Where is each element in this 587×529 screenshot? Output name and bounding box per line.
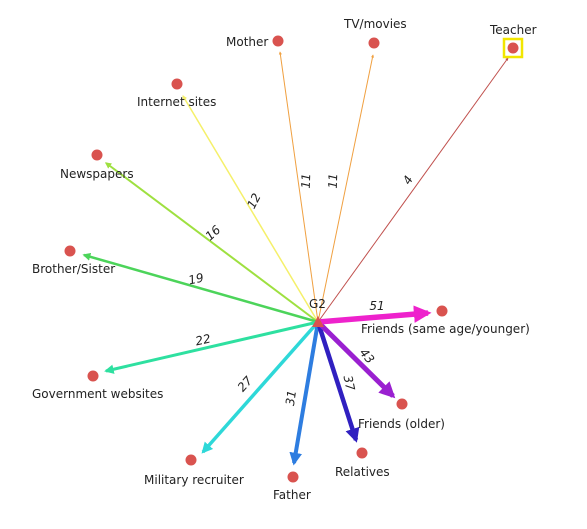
edge-arrow-brother-sister: [82, 252, 319, 324]
edge-arrow-friends-older: [316, 320, 396, 399]
edge-weight-teacher: 4: [400, 173, 416, 187]
node-label-mother: Mother: [226, 35, 268, 49]
edge-weight-brother-sister: 19: [187, 271, 205, 288]
edge-arrow-tv-movies: [317, 54, 375, 323]
edge-arrow-government-websites: [104, 320, 319, 374]
node-label-relatives: Relatives: [335, 465, 390, 479]
node-mother: [272, 35, 284, 47]
edge-weight-tv-movies: 11: [326, 173, 341, 189]
node-friends-older: [396, 398, 408, 410]
node-internet-sites: [171, 78, 183, 90]
node-friends-same-age-younger: [436, 305, 448, 317]
node-label-friends-same-age-younger: Friends (same age/younger): [361, 322, 530, 336]
node-label-newspapers: Newspapers: [60, 167, 134, 181]
node-father: [287, 471, 299, 483]
edge-arrow-relatives: [315, 321, 360, 443]
edge-weight-military-recruiter: 27: [235, 373, 256, 394]
node-teacher: [507, 42, 519, 54]
edge-arrow-teacher: [317, 57, 509, 323]
node-highlight-teacher: [502, 37, 524, 59]
node-brother-sister: [64, 245, 76, 257]
node-label-brother-sister: Brother/Sister: [32, 262, 115, 276]
edge-weight-internet-sites: 12: [244, 191, 264, 211]
edge-weight-relatives: 37: [341, 374, 358, 392]
node-label-tv-movies: TV/movies: [343, 17, 407, 31]
node-newspapers: [91, 149, 103, 161]
node-label-father: Father: [273, 488, 311, 502]
edge-weight-friends-same-age-younger: 51: [369, 299, 384, 313]
node-government-websites: [87, 370, 99, 382]
node-relatives: [356, 447, 368, 459]
node-military-recruiter: [185, 454, 197, 466]
edge-weight-father: 31: [283, 389, 299, 406]
edge-arrow-military-recruiter: [201, 320, 320, 454]
node-label-government-websites: Government websites: [32, 387, 163, 401]
node-label-friends-older: Friends (older): [358, 417, 445, 431]
node-label-military-recruiter: Military recruiter: [144, 473, 244, 487]
edge-weight-government-websites: 22: [194, 332, 212, 349]
center-layer: G2: [309, 297, 326, 327]
edge-arrow-friends-same-age-younger: [317, 305, 432, 325]
edge-arrow-newspapers: [104, 162, 319, 323]
edge-arrow-mother: [278, 51, 319, 323]
edge-weight-newspapers: 16: [203, 222, 224, 243]
edge-arrow-internet-sites: [182, 95, 319, 323]
node-label-teacher: Teacher: [489, 23, 537, 37]
node-tv-movies: [368, 37, 380, 49]
edge-arrow-father: [289, 321, 320, 466]
center-node-label: G2: [309, 297, 326, 311]
edge-weight-mother: 11: [299, 173, 314, 189]
node-label-internet-sites: Internet sites: [137, 95, 216, 109]
center-node-triangle-icon: [312, 316, 324, 327]
